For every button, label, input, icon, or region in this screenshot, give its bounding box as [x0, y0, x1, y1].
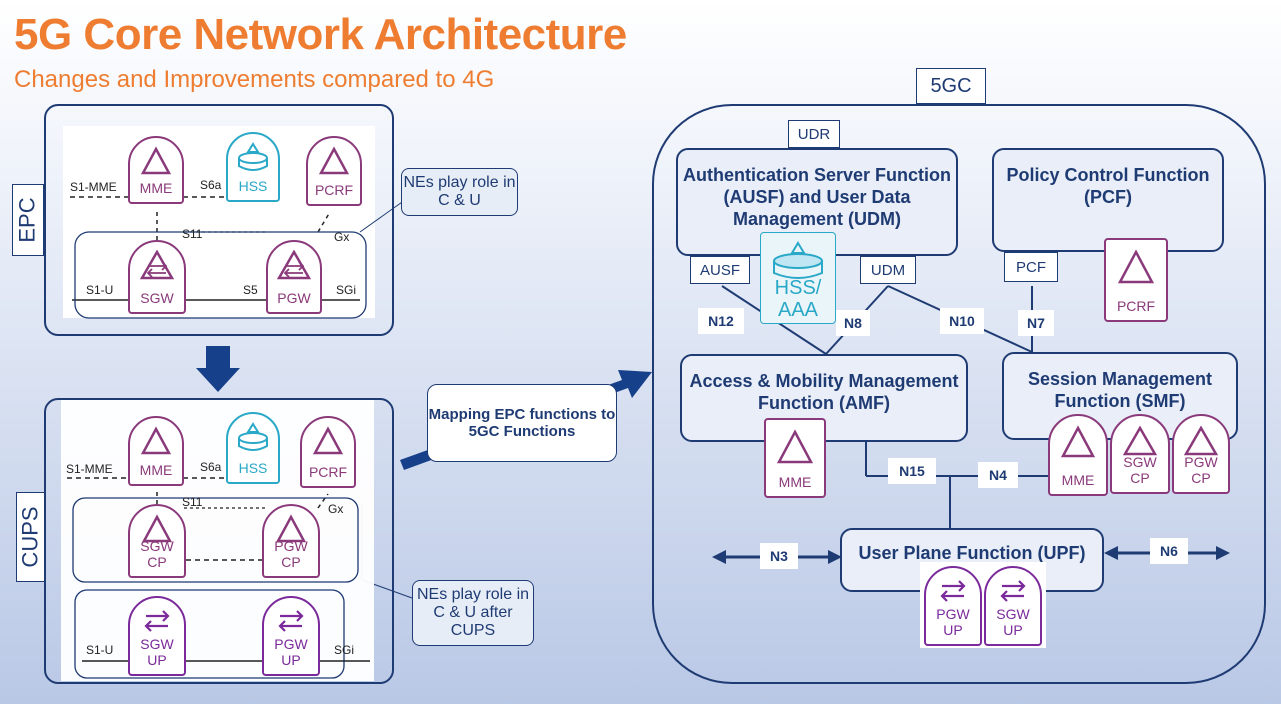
udr-tag: UDR: [788, 120, 840, 148]
epc-pgw-node: PGW: [266, 240, 322, 314]
triangle-arrows-icon: [277, 250, 311, 280]
arrows-icon: [278, 610, 304, 632]
n15-label: N15: [888, 458, 936, 484]
database-icon: [238, 422, 268, 451]
cups-s6a-label: S6a: [200, 460, 222, 474]
ausf-udm-box: Authentication Server Function (AUSF) an…: [676, 148, 958, 256]
epc-sgw-node: SGW: [128, 240, 186, 314]
n12-label: N12: [698, 308, 744, 334]
triangle-icon: [1060, 425, 1096, 458]
epc-s6a-label: S6a: [200, 178, 222, 192]
arrows-icon: [1000, 580, 1026, 602]
triangle-icon: [1117, 249, 1155, 284]
cups-gx-label: Gx: [328, 502, 344, 516]
triangle-icon: [141, 426, 171, 455]
cups-sgi-label: SGi: [334, 643, 355, 657]
fivegc-label: 5GC: [916, 68, 986, 104]
triangle-icon: [276, 514, 306, 543]
epc-panel: [44, 104, 394, 336]
cups-pcrf-node: PCRF: [300, 416, 356, 488]
n3-label: N3: [760, 543, 798, 569]
n8-label: N8: [836, 310, 870, 336]
database-icon: [238, 142, 268, 171]
triangle-icon: [1122, 425, 1158, 456]
amf-mme-node: MME: [764, 418, 826, 498]
cups-hss-node: HSS: [226, 412, 280, 484]
epc-s5-label: S5: [243, 283, 258, 297]
mapping-label: Mapping EPC functions to 5GC Functions: [427, 384, 617, 462]
fivegc-panel: [652, 104, 1266, 684]
udm-tag: UDM: [860, 256, 916, 284]
triangle-icon: [319, 146, 349, 175]
cups-s1mme-label: S1-MME: [66, 462, 113, 476]
amf-box: Access & Mobility Management Function (A…: [680, 354, 968, 442]
page-subtitle: Changes and Improvements compared to 4G: [14, 66, 495, 93]
cups-s11-label: S11: [182, 495, 203, 509]
smf-mme-node: MME: [1048, 414, 1108, 496]
epc-s1u-label: S1-U: [86, 283, 114, 297]
arrows-icon: [144, 610, 170, 632]
triangle-icon: [776, 429, 814, 464]
cups-panel: [44, 398, 394, 684]
pcf-box: Policy Control Function (PCF): [992, 148, 1224, 252]
epc-s1mme-label: S1-MME: [70, 180, 117, 194]
epc-mme-node: MME: [128, 136, 184, 204]
triangle-icon: [1183, 425, 1219, 456]
n6-label: N6: [1150, 538, 1188, 564]
n7-label: N7: [1018, 310, 1054, 336]
cups-s1u-label: S1-U: [86, 643, 114, 657]
pcf-tag: PCF: [1004, 252, 1058, 282]
database-icon: [773, 241, 823, 279]
epc-pcrf-node: PCRF: [306, 136, 362, 206]
epc-side-label: EPC: [12, 184, 44, 256]
triangle-icon: [313, 426, 343, 455]
ausf-tag: AUSF: [690, 256, 750, 284]
epc-gx-label: Gx: [334, 230, 350, 244]
cups-callout: NEs play role in C & U after CUPS: [412, 580, 534, 646]
triangle-arrows-icon: [140, 250, 174, 280]
triangle-icon: [142, 514, 172, 543]
page-title: 5G Core Network Architecture: [14, 10, 627, 59]
epc-s11-label: S11: [182, 227, 203, 241]
triangle-icon: [141, 146, 171, 175]
epc-hss-node: HSS: [226, 132, 280, 202]
hss-aaa-node: HSS/AAA: [760, 232, 836, 324]
n10-label: N10: [940, 308, 984, 334]
n4-label: N4: [978, 462, 1018, 488]
fivegc-pcrf-node: PCRF: [1104, 238, 1168, 322]
epc-sgi-label: SGi: [336, 283, 357, 297]
cups-mme-node: MME: [128, 416, 184, 486]
epc-callout: NEs play role in C & U: [401, 168, 518, 216]
arrows-icon: [940, 580, 966, 602]
